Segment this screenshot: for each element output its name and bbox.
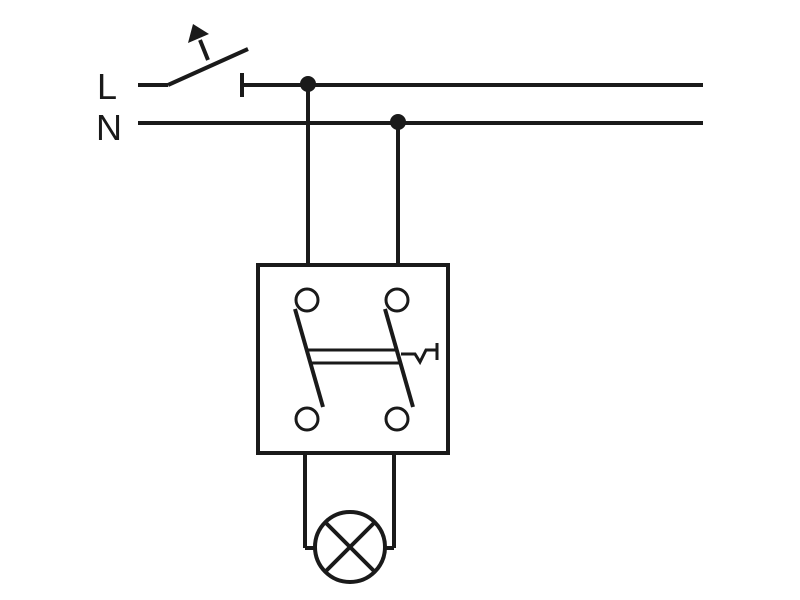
label-line: L	[97, 66, 117, 107]
label-neutral: N	[96, 107, 122, 148]
open-switch-icon	[138, 24, 249, 97]
lamp-icon	[313, 510, 387, 584]
double-pole-switch-icon	[256, 263, 450, 455]
